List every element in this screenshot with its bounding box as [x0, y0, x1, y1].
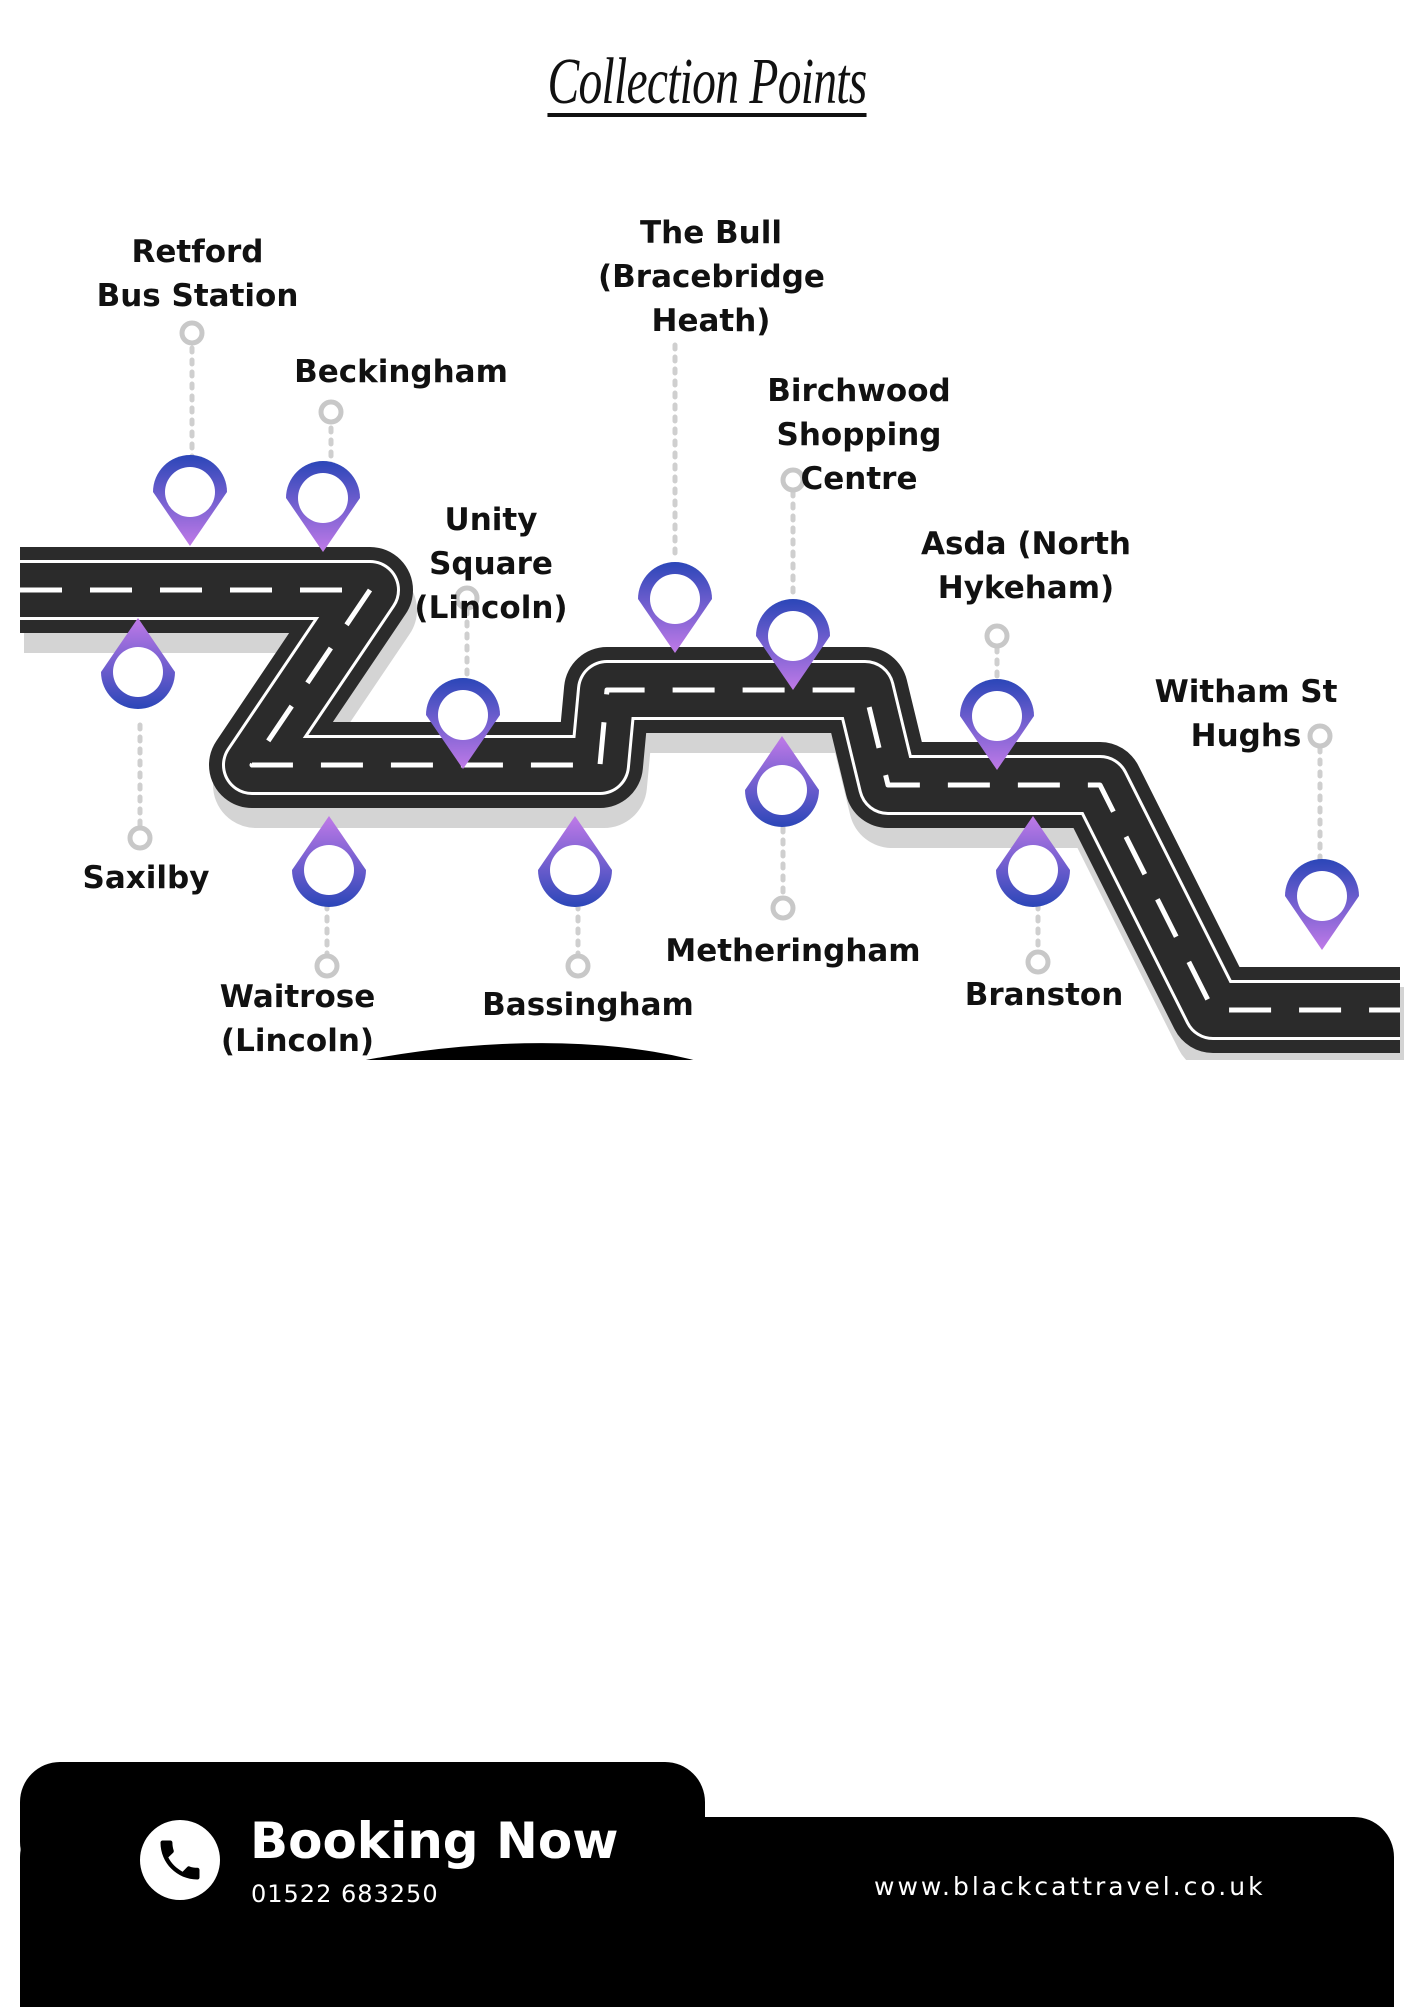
booking-phone[interactable]: 01522 683250 [251, 1880, 439, 1908]
footer-bar [20, 1817, 1394, 2007]
map-pin-icon [638, 562, 712, 653]
map-pin-icon [960, 679, 1034, 770]
stop-label-bassingham: Bassingham [482, 987, 694, 1023]
connectors [137, 342, 1323, 957]
booking-title: Booking Now [250, 1812, 619, 1870]
stop-label-beckingham: Beckingham [294, 354, 508, 390]
seats-note: Seat numbers will be provided for each t… [664, 1425, 1377, 1844]
road [20, 547, 1404, 1060]
map-pin-icon [745, 736, 819, 827]
map-pin-icon [426, 678, 500, 769]
stop-label-asda: Asda (North Hykeham) [921, 526, 1131, 606]
map-pin-icon [286, 461, 360, 552]
page-title: Collection Points [198, 44, 1216, 120]
map-pin-icon [292, 816, 366, 907]
page-title-text: Collection Points [547, 45, 867, 118]
website-link[interactable]: www.blackcattravel.co.uk [874, 1872, 1266, 1901]
map-pin-icon [756, 599, 830, 690]
stop-label-the-bull: The Bull (Bracebridge Heath) [598, 215, 825, 339]
stop-label-witham: Witham St Hughs [1154, 674, 1338, 754]
stop-label-birchwood: Birchwood Shopping Centre [767, 373, 951, 497]
phone-button[interactable] [140, 1820, 220, 1900]
connector-rings [127, 320, 1333, 979]
stop-label-saxilby: Saxilby [82, 860, 210, 896]
map-pin-icon [1285, 859, 1359, 950]
phone-icon [160, 1840, 200, 1880]
groups-note: Any of our local groups that would like … [37, 1079, 783, 1581]
map-pin-icon [538, 816, 612, 907]
stop-label-retford: Retford Bus Station [96, 234, 299, 314]
pins-top [153, 455, 1359, 950]
map-pin-icon [101, 618, 175, 709]
map-pin-icon [153, 455, 227, 546]
stop-label-waitrose: Waitrose (Lincoln) [219, 979, 376, 1059]
stop-label-unity-square: Unity Square (Lincoln) [414, 502, 568, 626]
map-pin-icon [996, 816, 1070, 907]
route-map [0, 320, 1404, 1060]
pins-bottom [101, 618, 1070, 907]
stop-label-branston: Branston [964, 977, 1124, 1013]
stop-label-metheringham: Metheringham [665, 933, 921, 969]
